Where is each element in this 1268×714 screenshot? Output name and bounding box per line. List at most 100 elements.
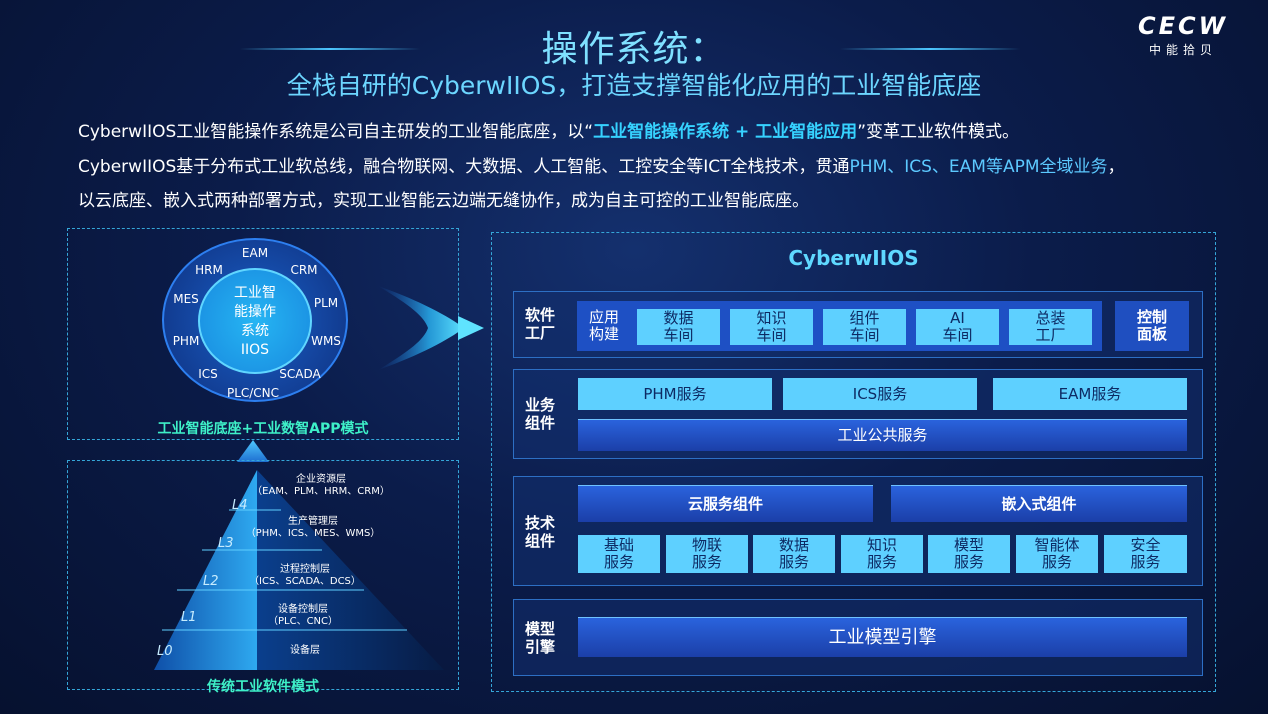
ring-center-line: 能操作: [234, 304, 276, 320]
agent-service-block[interactable]: 智能体 服务: [1016, 535, 1098, 573]
box-line: 服务: [778, 553, 809, 571]
pyramid-text-l0: 设备层: [230, 645, 380, 657]
architecture-title: CyberwIIOS: [788, 246, 919, 270]
ring-center-line: 系统: [241, 323, 269, 339]
model-service-block[interactable]: 模型 服务: [928, 535, 1010, 573]
intro-highlight: 工业智能操作系统 + 工业智能应用: [593, 122, 858, 142]
pyramid-text-l2: 过程控制层 （ICS、SCADA、DCS）: [230, 564, 380, 588]
intro-line-3: 以云底座、嵌入式两种部署方式，实现工业智能云边端无缝协作，成为自主可控的工业智能…: [78, 191, 809, 211]
pyramid-level-l0: L0: [157, 644, 173, 659]
box-line: 应用: [588, 308, 619, 326]
basic-service-block[interactable]: 基础 服务: [578, 535, 660, 573]
box-line: 服务: [953, 553, 984, 571]
box-line: 基础: [603, 536, 634, 554]
row-label-line: 软件: [524, 306, 555, 324]
pyramid-level-l4: L4: [232, 498, 248, 513]
ring-label-plc-cnc: PLC/CNC: [226, 386, 280, 400]
intro-text: CyberwIIOS工业智能操作系统是公司自主研发的工业智能底座，以“: [78, 122, 594, 142]
pyramid-layer-name: 生产管理层: [288, 516, 338, 527]
intro-line-2: CyberwIIOS基于分布式工业软总线，融合物联网、大数据、人工智能、工控安全…: [78, 157, 1228, 177]
box-line: 工厂: [1035, 326, 1066, 344]
box-line: 控制: [1136, 308, 1167, 326]
box-line: 知识: [756, 309, 787, 327]
traditional-mode-panel: [67, 460, 459, 690]
box-line: 车间: [663, 326, 694, 344]
pyramid-level-l2: L2: [203, 574, 219, 589]
page-title: 操作系统：: [541, 29, 727, 70]
assembly-factory-block[interactable]: 总装 工厂: [1009, 309, 1092, 345]
row-label-model: 模型 引擎: [520, 620, 560, 656]
pyramid-layer-name: 设备层: [290, 645, 320, 656]
box-line: 构建: [588, 325, 619, 343]
intro-line-1: CyberwIIOS工业智能操作系统是公司自主研发的工业智能底座，以“工业智能操…: [78, 122, 1228, 142]
intro-text: CyberwIIOS基于分布式工业软总线，融合物联网、大数据、人工智能、工控安全…: [78, 157, 850, 177]
ring-label-scada: SCADA: [279, 367, 321, 381]
row-label-line: 组件: [524, 532, 555, 550]
iios-ring-inner: [198, 268, 312, 374]
industrial-common-service-block[interactable]: 工业公共服务: [578, 419, 1187, 451]
company-logo: CECW 中能拾贝: [1128, 12, 1238, 58]
ring-label-mes: MES: [173, 292, 199, 306]
industrial-model-engine-block[interactable]: 工业模型引擎: [578, 617, 1187, 657]
embedded-component-block[interactable]: 嵌入式组件: [891, 485, 1187, 522]
pyramid-layer-name: 企业资源层: [296, 474, 346, 485]
iot-service-block[interactable]: 物联 服务: [666, 535, 748, 573]
intro-text: ”变革工业软件模式。: [857, 122, 1019, 142]
row-label-line: 模型: [524, 620, 555, 638]
box-line: 总装: [1035, 309, 1066, 327]
up-arrow-icon: [237, 440, 269, 462]
pyramid-layer-detail: （PLC、CNC）: [267, 616, 339, 627]
cloud-service-component-block[interactable]: 云服务组件: [578, 485, 873, 522]
data-service-block[interactable]: 数据 服务: [753, 535, 835, 573]
security-service-block[interactable]: 安全 服务: [1104, 535, 1187, 573]
box-line: 模型: [953, 536, 984, 554]
eam-service-block[interactable]: EAM服务: [993, 378, 1187, 410]
box-line: 智能体: [1034, 536, 1080, 554]
ai-workshop-block[interactable]: AI 车间: [916, 309, 999, 345]
pyramid-layer-name: 设备控制层: [278, 604, 328, 615]
pyramid-layer-detail: （ICS、SCADA、DCS）: [249, 576, 361, 587]
data-workshop-block[interactable]: 数据 车间: [637, 309, 720, 345]
traditional-mode-caption: 传统工业软件模式: [207, 679, 319, 695]
ring-center-line: IIOS: [240, 342, 270, 358]
component-workshop-block[interactable]: 组件 车间: [823, 309, 906, 345]
control-panel-block[interactable]: 控制 面板: [1115, 301, 1189, 351]
row-label-line: 业务: [524, 396, 555, 414]
ring-label-hrm: HRM: [195, 263, 223, 277]
iios-ring-center-text: 工业智 能操作 系统 IIOS: [198, 284, 312, 360]
box-line: 物联: [691, 536, 722, 554]
logo-main-text: CECW: [1137, 12, 1229, 40]
pyramid-diagram: [154, 470, 444, 670]
ics-service-block[interactable]: ICS服务: [783, 378, 977, 410]
pyramid-text-l1: 设备控制层 （PLC、CNC）: [228, 604, 378, 628]
pyramid-layer-detail: （PHM、ICS、MES、WMS）: [245, 528, 381, 539]
knowledge-workshop-block[interactable]: 知识 车间: [730, 309, 813, 345]
logo-sub-text: 中能拾贝: [1148, 43, 1217, 57]
page-subtitle: 全栈自研的CyberwIIOS，打造支撑智能化应用的工业智能底座: [286, 71, 982, 100]
cyberwiios-architecture-panel: [491, 232, 1216, 692]
row-label-business: 业务 组件: [520, 396, 560, 432]
row-label-line: 组件: [524, 414, 555, 432]
row-label-line: 技术: [524, 514, 555, 532]
pyramid-layer-name: 过程控制层: [280, 564, 330, 575]
pyramid-text-l3: 生产管理层 （PHM、ICS、MES、WMS）: [238, 516, 388, 540]
box-line: AI: [950, 309, 965, 327]
iios-mode-caption: 工业智能底座+工业数智APP模式: [157, 421, 369, 437]
box-line: 数据: [663, 309, 694, 327]
app-build-block[interactable]: 应用 构建: [580, 304, 628, 348]
intro-text: ，: [1107, 157, 1125, 177]
phm-service-block[interactable]: PHM服务: [578, 378, 772, 410]
box-line: 安全: [1130, 536, 1161, 554]
ring-label-eam: EAM: [241, 246, 269, 260]
row-label-line: 工厂: [524, 324, 555, 342]
pyramid-text-l4: 企业资源层 （EAM、PLM、HRM、CRM）: [246, 474, 396, 498]
ring-label-crm: CRM: [290, 263, 318, 277]
ring-center-line: 工业智: [234, 285, 276, 301]
ring-label-plm: PLM: [313, 296, 339, 310]
box-line: 车间: [756, 326, 787, 344]
box-line: 数据: [778, 536, 809, 554]
box-line: 服务: [1130, 553, 1161, 571]
knowledge-service-block[interactable]: 知识 服务: [841, 535, 923, 573]
row-label-line: 引擎: [524, 638, 555, 656]
title-left-line: [240, 48, 420, 50]
